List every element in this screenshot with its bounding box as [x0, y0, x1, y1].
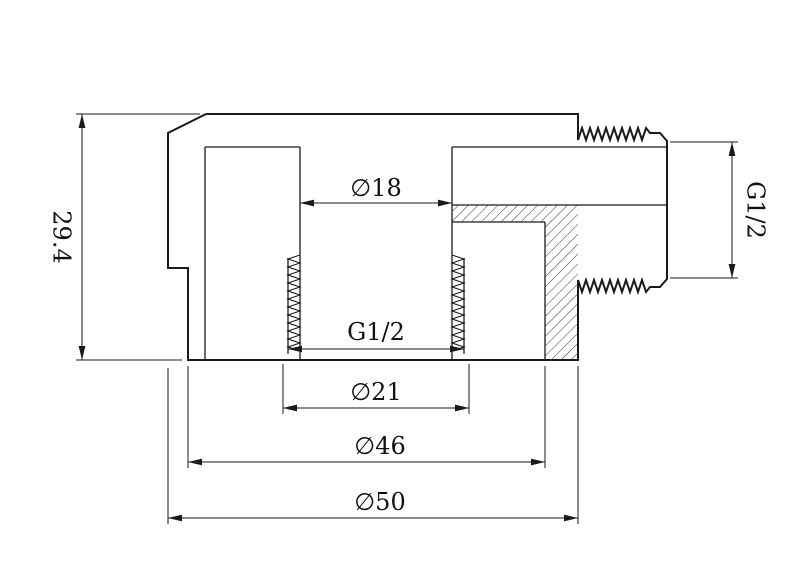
- internal-section-lines: [204, 146, 667, 360]
- male-nipple-outline: [577, 124, 668, 296]
- dimension-female-thread: G1/2: [288, 318, 464, 353]
- dimension-male-thread: G1/2: [670, 141, 770, 279]
- dimension-thread-od: ∅21: [282, 364, 470, 414]
- dimension-overall-height: 29.4: [48, 113, 200, 361]
- female-thread-right: [450, 254, 466, 352]
- dim-label-inner-body: ∅46: [354, 432, 405, 460]
- dim-label-overall-height: 29.4: [48, 210, 76, 263]
- female-thread-left: [286, 254, 302, 352]
- hatch-vertical-wall: [545, 205, 578, 360]
- dimension-outer-body: ∅50: [167, 366, 579, 524]
- fitting-body: [167, 113, 668, 361]
- dim-label-bore-diameter: ∅18: [350, 174, 401, 202]
- dimension-bore-diameter: ∅18: [300, 174, 452, 207]
- dim-label-female-thread: G1/2: [347, 318, 405, 346]
- dim-label-outer-body: ∅50: [354, 488, 405, 516]
- dimensions: 29.4 ∅18 G1/2 G1/2 ∅21: [48, 113, 770, 524]
- dim-label-thread-od: ∅21: [350, 378, 401, 406]
- dimension-inner-body: ∅46: [187, 366, 546, 468]
- hatch-horizontal-wall: [452, 205, 545, 222]
- dim-label-male-thread: G1/2: [742, 181, 770, 239]
